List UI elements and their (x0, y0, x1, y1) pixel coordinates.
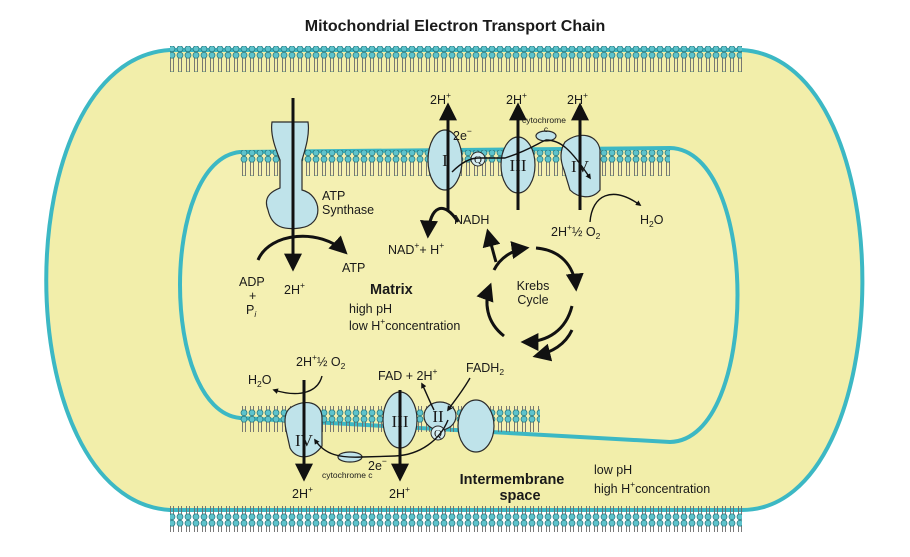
electron-top-label: 2e− (453, 126, 472, 143)
krebs-to-fadh-arrow (532, 329, 574, 362)
intermembrane-label-1: Intermembrane (460, 472, 565, 488)
oxygen-bottom-label: 2H+½ O2 (296, 352, 346, 371)
krebs-label-1: Krebs (517, 279, 550, 293)
oxygen-reduction-top-arrow (589, 193, 642, 223)
pi-label: Pi (246, 303, 257, 319)
krebs-to-nadh-arrow (482, 228, 501, 263)
high-h-label: high H+concentration (594, 479, 710, 496)
fadh-label: FADH2 (466, 361, 504, 377)
complex-I: I (427, 129, 463, 191)
complex-I-h: 2H+ (430, 90, 451, 107)
adp-plus: + (249, 289, 256, 303)
fad-return-arrow (421, 382, 435, 411)
outer-membrane-top (170, 46, 742, 72)
ubiquinone-bottom-label: Q (434, 428, 442, 440)
adp-to-atp-arrow (256, 234, 348, 261)
oxygen-top-label: 2H+½ O2 (551, 222, 601, 241)
cytochrome-bottom-label: cytochrome c (322, 470, 373, 480)
complex-III-bottom-h: 2H+ (389, 484, 410, 501)
h2o-bottom-label: H2O (248, 373, 272, 389)
nad-label: NAD++ H+ (388, 240, 444, 257)
fad-label: FAD + 2H+ (378, 366, 438, 383)
low-ph-label: low pH (594, 463, 632, 477)
complex-I-label: I (442, 151, 448, 170)
matrix-fill (178, 145, 740, 445)
complex-IV-bottom-h: 2H+ (292, 484, 313, 501)
adp-label: ADP (239, 275, 265, 289)
cytochrome-top-label-1: cytochrome (522, 115, 566, 125)
electron-bottom-label: 2e− (368, 456, 387, 473)
ubiquinone-top-label: Q (474, 154, 482, 166)
fadh-to-fad-arrow (447, 377, 471, 412)
nadh-to-nad-arrow (419, 206, 460, 239)
diagram-title: Mitochondrial Electron Transport Chain (305, 18, 605, 35)
atp-synthase: ATP Synthase (265, 98, 374, 272)
cytochrome-top-label-2: c (544, 124, 549, 134)
complex-II-label: II (432, 407, 444, 426)
low-h-label: low H+concentration (349, 316, 460, 333)
matrix-label: Matrix (370, 282, 413, 298)
high-ph-label: high pH (349, 302, 392, 316)
krebs-label-2: Cycle (517, 293, 548, 307)
ubiquinone-bottom (430, 425, 446, 441)
atp-synthase-label-2: Synthase (322, 203, 374, 217)
outer-membrane-bottom (170, 506, 742, 532)
electron-path-top (451, 139, 591, 180)
h2o-top-label: H2O (640, 213, 664, 229)
complex-III-h: 2H+ (506, 90, 527, 107)
nadh-label: NADH (454, 213, 489, 227)
intermembrane-label-2: space (499, 488, 540, 504)
atp-synthase-h: 2H+ (284, 280, 305, 297)
membrane-protein-bottom (457, 399, 495, 453)
complex-IV-h: 2H+ (567, 90, 588, 107)
krebs-cycle: Krebs Cycle (476, 241, 584, 351)
oxygen-reduction-bottom-arrow (272, 375, 323, 395)
atp-label: ATP (342, 261, 365, 275)
cytochrome-c-top (535, 130, 557, 142)
electron-path-bottom (314, 419, 449, 458)
atp-synthase-label-1: ATP (322, 189, 345, 203)
